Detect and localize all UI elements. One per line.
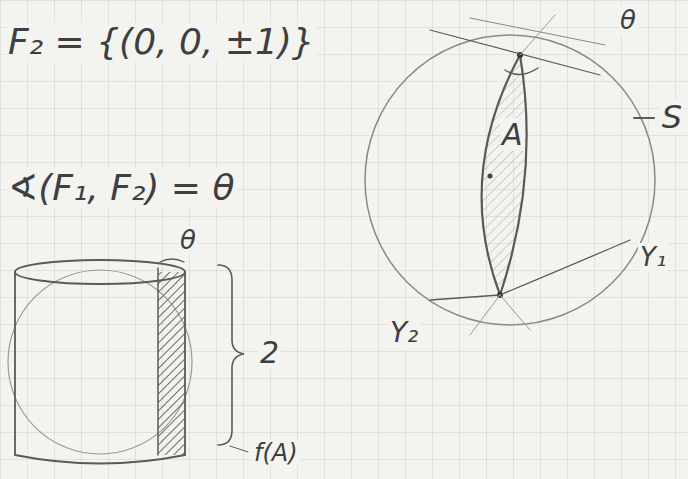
sketch-label: S (660, 100, 684, 135)
construction-line (470, 295, 500, 335)
sketch-label: F₂ = {(0, 0, ±1)} (6, 22, 317, 62)
sphere-outline (365, 35, 655, 325)
cylinder-side (184, 272, 186, 455)
sketch-label: Y₂ (388, 318, 420, 349)
leader-line (230, 446, 248, 452)
strip-edge (157, 268, 159, 455)
sketch-label: f(A) (252, 440, 300, 466)
great-circle-y2 (430, 295, 500, 300)
sketch-label: θ (178, 226, 198, 255)
inscribed-sphere (8, 270, 192, 454)
sketch-label: ∢(F₁, F₂) = θ (6, 168, 237, 208)
angle-arc (505, 68, 538, 75)
strip-fA (158, 272, 185, 455)
construction-line (500, 295, 530, 330)
tangent-line (520, 15, 555, 55)
cylinder-bottom (15, 455, 185, 464)
lune-arc-right (500, 55, 527, 295)
cylinder-side (14, 272, 16, 455)
tangent-line (430, 30, 600, 75)
sketch-label: 2 (258, 336, 281, 369)
sketch-label: Y₁ (638, 243, 668, 272)
center-dot (488, 174, 493, 179)
cylinder-top (15, 260, 185, 284)
lune-shading (482, 55, 527, 295)
tangent-line (470, 18, 605, 45)
height-bracket (218, 265, 244, 445)
sketch-label: θ (618, 6, 638, 35)
leader-line (634, 117, 654, 119)
lune-arc-left (482, 55, 520, 295)
great-circle-y1 (500, 240, 630, 295)
angle-arc (160, 259, 184, 262)
sketch-label: A (500, 118, 525, 151)
